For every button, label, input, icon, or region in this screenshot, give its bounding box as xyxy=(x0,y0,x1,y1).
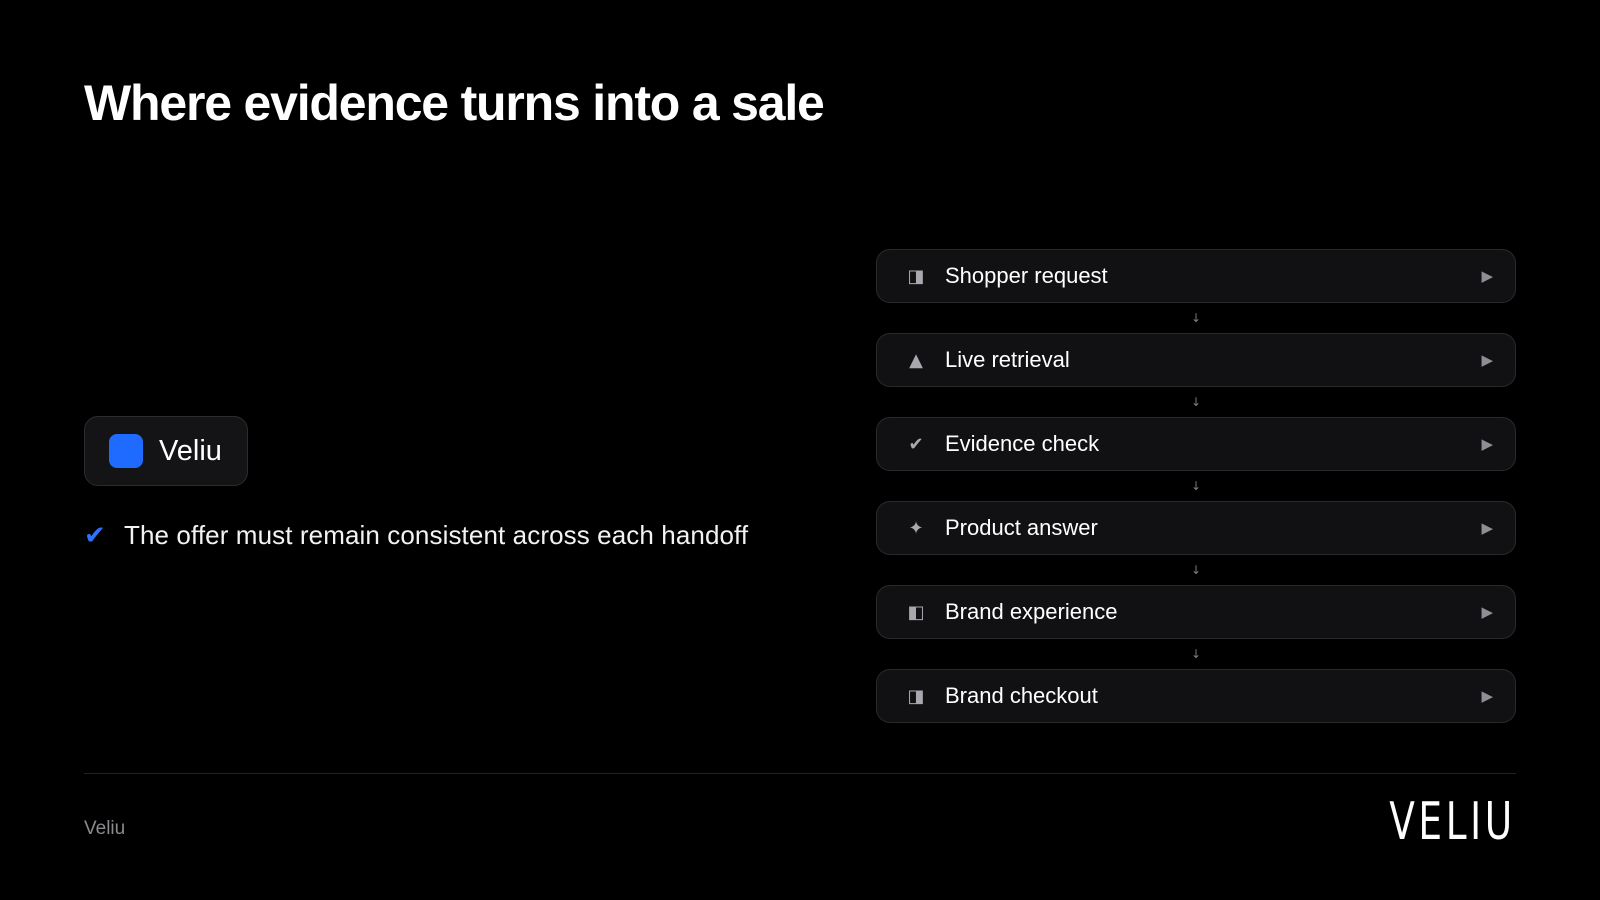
checkmark-icon: ✔ xyxy=(84,520,106,551)
play-icon[interactable]: ▶ xyxy=(1481,435,1493,453)
flow-step-brand-experience[interactable]: ◧ Brand experience ▶ xyxy=(876,585,1516,639)
flow-step-evidence-check[interactable]: ✔ Evidence check ▶ xyxy=(876,417,1516,471)
flow-step-label: Live retrieval xyxy=(945,347,1070,372)
flow-step-label: Brand checkout xyxy=(945,683,1098,708)
down-arrow-icon: ↓ xyxy=(1190,479,1202,493)
flow-step-label: Brand experience xyxy=(945,599,1118,624)
panel-icon: ◨ xyxy=(907,685,925,707)
brand-chip: Veliu xyxy=(84,416,248,486)
flow-step-label: Shopper request xyxy=(945,263,1108,288)
play-icon[interactable]: ▶ xyxy=(1481,267,1493,285)
down-arrow-icon: ↓ xyxy=(1190,395,1202,409)
flow-step-shopper-request[interactable]: ◨ Shopper request ▶ xyxy=(876,249,1516,303)
panel-icon: ◨ xyxy=(907,265,925,287)
play-icon[interactable]: ▶ xyxy=(1481,687,1493,705)
triangle-icon: ▲ xyxy=(909,349,923,371)
flow-step-brand-checkout[interactable]: ◨ Brand checkout ▶ xyxy=(876,669,1516,723)
checkmark-icon: ✔ xyxy=(908,433,924,455)
claim-line: ✔ The offer must remain consistent acros… xyxy=(84,520,748,551)
brand-mark-icon xyxy=(109,434,143,468)
flow-step-label: Product answer xyxy=(945,515,1098,540)
flow-steps: ◨ Shopper request ▶ ↓ ▲ Live retrieval ▶… xyxy=(876,249,1516,723)
flow-step-label: Evidence check xyxy=(945,431,1100,456)
veliu-logo: VELIU xyxy=(1389,792,1516,852)
play-icon[interactable]: ▶ xyxy=(1481,603,1493,621)
down-arrow-icon: ↓ xyxy=(1190,311,1202,325)
panel-left-icon: ◧ xyxy=(907,601,925,623)
down-arrow-icon: ↓ xyxy=(1190,563,1202,577)
flow-step-product-answer[interactable]: ✦ Product answer ▶ xyxy=(876,501,1516,555)
sparkle-icon: ✦ xyxy=(908,517,924,539)
down-arrow-icon: ↓ xyxy=(1190,647,1202,661)
footer-label: Veliu xyxy=(84,818,126,839)
flow-step-live-retrieval[interactable]: ▲ Live retrieval ▶ xyxy=(876,333,1516,387)
claim-text: The offer must remain consistent across … xyxy=(124,520,749,550)
brand-chip-label: Veliu xyxy=(159,434,222,467)
play-icon[interactable]: ▶ xyxy=(1481,351,1493,369)
slide-title: Where evidence turns into a sale xyxy=(84,75,825,131)
play-icon[interactable]: ▶ xyxy=(1481,519,1493,537)
footer-divider xyxy=(84,773,1516,774)
